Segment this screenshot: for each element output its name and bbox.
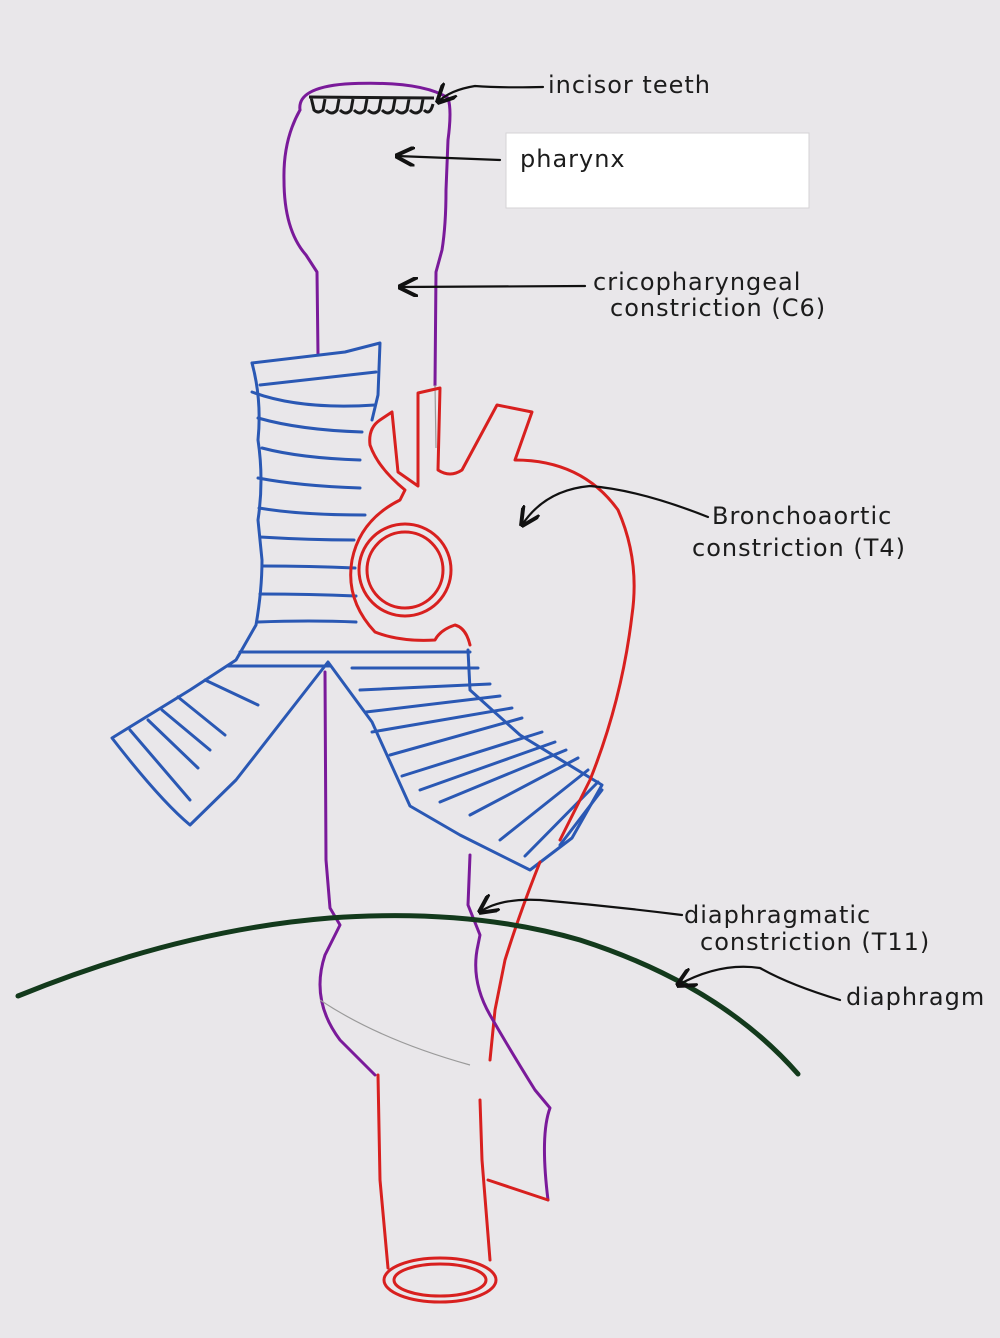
label-cricopharyngeal-1: cricopharyngeal [593, 268, 801, 296]
label-bronchoaortic-1: Bronchoaortic [712, 502, 892, 530]
descending-aorta [376, 1073, 550, 1304]
incisor-teeth [308, 95, 435, 115]
label-cricopharyngeal-2: constriction (C6) [610, 294, 826, 322]
diaphragm-pointer [678, 965, 842, 1002]
trachea [110, 341, 604, 872]
diaphragmatic-pointer [480, 900, 684, 917]
aortic-arch [349, 386, 636, 1062]
diaphragm-curve [15, 913, 801, 1077]
lower-esophagus [318, 670, 552, 1202]
pharynx-outline [282, 81, 452, 449]
label-diaphragm: diaphragm [846, 983, 985, 1011]
label-incisor-teeth: incisor teeth [548, 71, 711, 99]
bronchoaortic-pointer [522, 484, 710, 525]
incisor-teeth-pointer [438, 86, 545, 102]
label-diaphragmatic-1: diaphragmatic [684, 901, 871, 929]
pharynx-pointer [397, 156, 502, 160]
label-bronchoaortic-2: constriction (T4) [692, 534, 906, 562]
cricopharyngeal-pointer [400, 286, 587, 287]
sticky-note [505, 132, 810, 209]
label-diaphragmatic-2: constriction (T11) [700, 928, 930, 956]
label-pharynx: pharynx [520, 145, 626, 173]
